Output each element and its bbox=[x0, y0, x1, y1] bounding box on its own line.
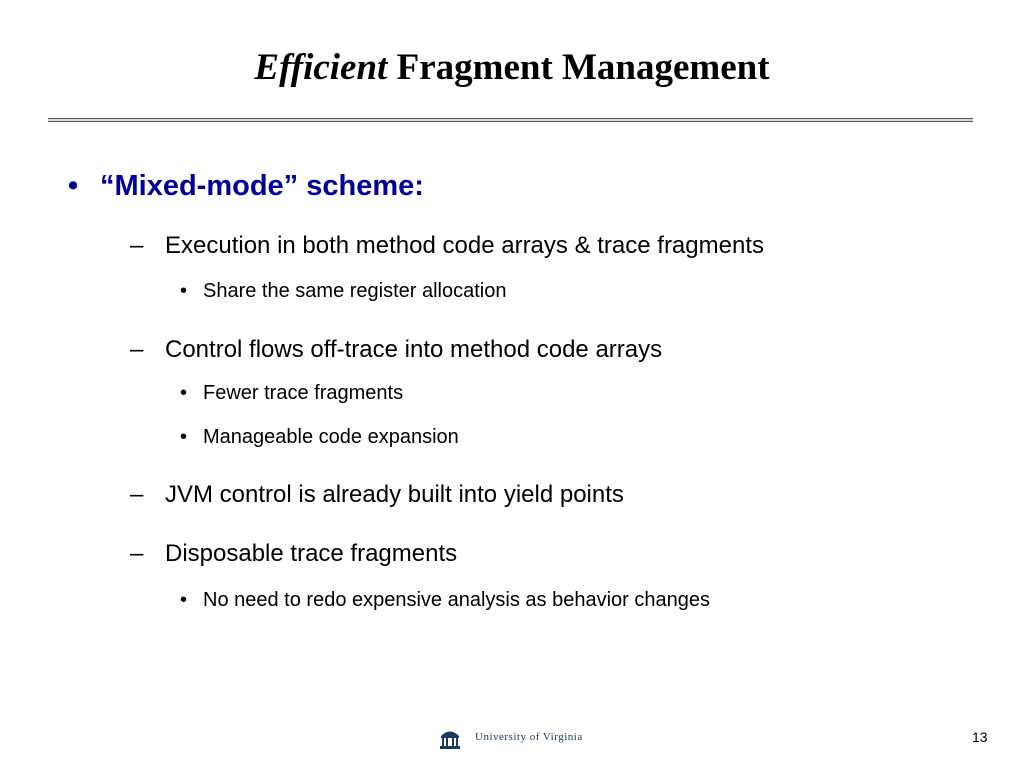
sub-point-text: Execution in both method code arrays & t… bbox=[165, 232, 764, 259]
dot-marker: • bbox=[180, 280, 188, 302]
sub-sub-point-text: Fewer trace fragments bbox=[203, 382, 404, 404]
title-divider bbox=[48, 118, 973, 122]
title-emphasis: Efficient bbox=[254, 47, 388, 88]
dash-marker: – bbox=[130, 540, 144, 567]
university-wordmark: University of Virginia bbox=[475, 731, 583, 743]
sub-sub-point-text: Share the same register allocation bbox=[203, 280, 507, 302]
title-rest: Fragment Management bbox=[396, 47, 770, 88]
bullet-marker: • bbox=[68, 170, 79, 202]
slide-title: Efficient Fragment Management bbox=[0, 40, 1024, 96]
main-bullet-text: “Mixed-mode” scheme: bbox=[100, 170, 424, 202]
sub-sub-point-text: Manageable code expansion bbox=[203, 426, 459, 448]
dot-marker: • bbox=[180, 382, 188, 404]
sub-point-text: JVM control is already built into yield … bbox=[165, 481, 624, 508]
dash-marker: – bbox=[130, 481, 144, 508]
rotunda-icon bbox=[440, 731, 460, 749]
page-number: 13 bbox=[972, 729, 988, 745]
dash-marker: – bbox=[130, 232, 144, 259]
dot-marker: • bbox=[180, 589, 188, 611]
dot-marker: • bbox=[180, 426, 188, 448]
dash-marker: – bbox=[130, 336, 144, 363]
sub-sub-point-text: No need to redo expensive analysis as be… bbox=[203, 589, 710, 611]
sub-point-text: Disposable trace fragments bbox=[165, 540, 458, 567]
sub-point-text: Control flows off-trace into method code… bbox=[165, 336, 663, 363]
